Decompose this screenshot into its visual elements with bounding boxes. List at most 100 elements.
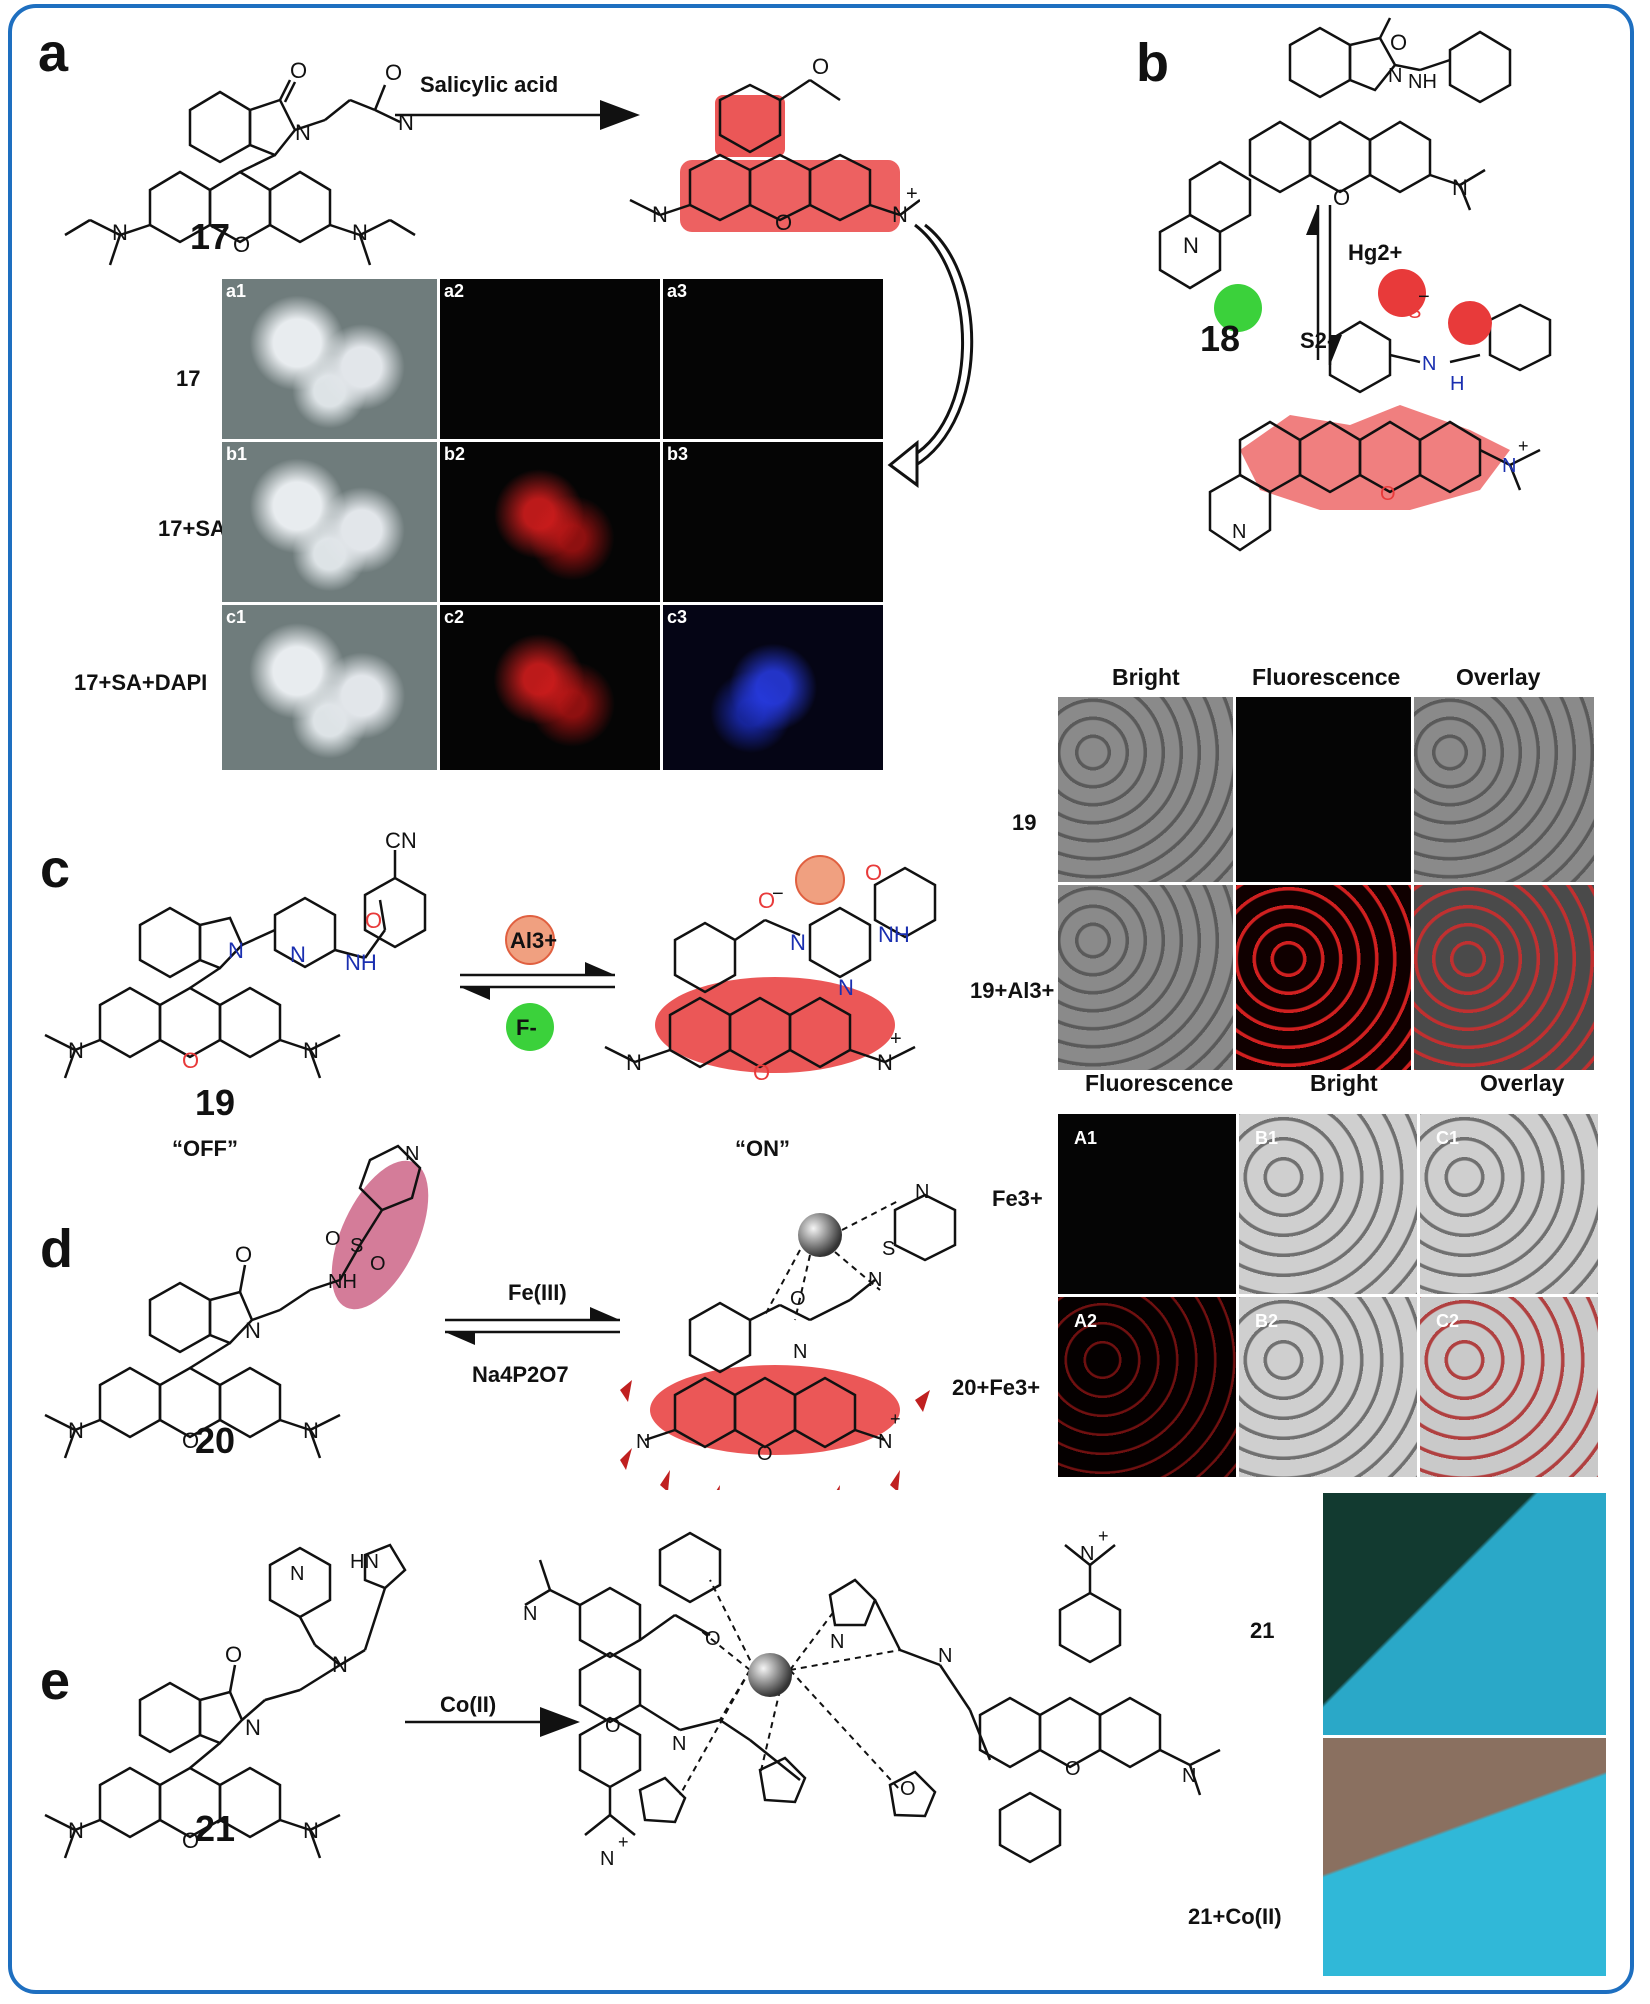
atom-nh: NH	[878, 922, 910, 947]
atom-n: N	[68, 1418, 84, 1443]
atom-o: O	[1065, 1758, 1081, 1780]
mercury-sphere	[1378, 269, 1426, 317]
compound-17-structure	[64, 79, 416, 266]
row-label-17-sa: 17+SA	[158, 516, 226, 541]
atom-nh: NH	[1408, 71, 1437, 93]
compound-20-structure	[44, 1144, 422, 1459]
atom-s: S	[1408, 301, 1421, 323]
micrograph-b1: b1	[222, 442, 437, 602]
label-co: Co(II)	[440, 1692, 497, 1717]
atom-n: N	[1182, 1765, 1196, 1787]
atom-o: O	[370, 1253, 386, 1275]
aluminum-sphere	[505, 915, 555, 965]
compound-19-product	[604, 866, 937, 1073]
micrograph-C1: C1	[1420, 1114, 1598, 1294]
col-label-fluorescence-2: Fluorescence	[1085, 1070, 1234, 1096]
atom-o: O	[325, 1228, 341, 1250]
atom-n: N	[652, 202, 668, 227]
compound-19-structure	[44, 850, 427, 1079]
atom-n: N	[878, 1431, 892, 1453]
atom-hn: HN	[350, 1551, 379, 1573]
col-label-fluorescence: Fluorescence	[1252, 664, 1401, 690]
label-off: “OFF”	[172, 1136, 238, 1161]
atom-o: O	[605, 1715, 621, 1737]
atom-o: O	[182, 1428, 199, 1453]
sulfide-sphere	[1214, 284, 1262, 332]
atom-n: N	[600, 1848, 614, 1870]
charge-plus: +	[906, 183, 918, 205]
atom-o: O	[790, 1288, 806, 1310]
micrograph-b3: b3	[663, 442, 883, 602]
micrograph-19al-bright	[1058, 885, 1233, 1070]
compound-label-21: 21	[195, 1808, 236, 1849]
col-label-overlay: Overlay	[1456, 664, 1541, 690]
charge-plus: +	[618, 1832, 629, 1852]
atom-n: N	[332, 1652, 348, 1677]
reagent-salicylic-acid: Salicylic acid	[420, 72, 559, 97]
atom-n: N	[290, 942, 306, 967]
compound-label-20: 20	[195, 1420, 236, 1461]
fluoride-sphere	[506, 1003, 554, 1051]
atom-n: N	[626, 1050, 642, 1075]
atom-o: O	[182, 1048, 199, 1073]
atom-n: N	[790, 930, 806, 955]
atom-nh: NH	[345, 950, 377, 975]
micrograph-a3: a3	[663, 279, 883, 439]
compound-21-structure	[44, 1543, 407, 1859]
atom-n: N	[523, 1603, 537, 1625]
row-label-21: 21	[1250, 1618, 1275, 1643]
atom-n: N	[1452, 175, 1468, 200]
row-label-19: 19	[1012, 810, 1037, 835]
atom-n: N	[303, 1418, 319, 1443]
atom-n: N	[892, 202, 908, 227]
atom-o: O	[865, 860, 882, 885]
atom-n: N	[793, 1341, 807, 1363]
panel-letter-c: c	[40, 839, 71, 899]
charge-minus: −	[772, 883, 784, 905]
atom-o: O	[233, 232, 250, 257]
atom-n: N	[245, 1715, 261, 1740]
col-label-overlay-2: Overlay	[1480, 1070, 1565, 1096]
label-al: Al3+	[510, 928, 558, 953]
charge-minus: −	[1418, 286, 1430, 308]
atom-o: O	[758, 888, 775, 913]
label-na4p2o7: Na4P2O7	[472, 1362, 569, 1387]
atom-o: O	[705, 1628, 721, 1650]
atom-o: O	[290, 58, 307, 83]
label-on: “ON”	[735, 1136, 790, 1161]
micrograph-a1: a1	[222, 279, 437, 439]
micrograph-19-fluorescence	[1236, 697, 1411, 882]
charge-plus: +	[890, 1028, 902, 1050]
atom-n: N	[303, 1818, 319, 1843]
pyridine-sulfonyl-highlight	[331, 1160, 429, 1310]
atom-n: N	[938, 1645, 952, 1667]
atom-cn: CN	[385, 828, 417, 853]
compound-label-19: 19	[195, 1082, 236, 1123]
atom-s: S	[350, 1235, 363, 1257]
row-label-21-co: 21+Co(II)	[1188, 1904, 1282, 1929]
micrograph-19-overlay	[1414, 697, 1594, 882]
atom-o: O	[182, 1828, 199, 1853]
atom-n: N	[1080, 1543, 1094, 1565]
col-label-bright-2: Bright	[1310, 1070, 1378, 1096]
atom-o: O	[753, 1060, 770, 1085]
atom-n: N	[830, 1631, 844, 1653]
label-s2: S2-	[1300, 328, 1335, 353]
micrograph-19-bright	[1058, 697, 1233, 882]
row-label-20-fe: 20+Fe3+	[952, 1375, 1041, 1400]
compound-20-product	[620, 1193, 957, 1490]
atom-n: N	[68, 1818, 84, 1843]
atom-n: N	[303, 1038, 319, 1063]
compound-18-product	[1208, 301, 1552, 552]
atom-n: N	[877, 1050, 893, 1075]
panel-e-scheme: N HN N O N O N N	[44, 1526, 1221, 1870]
co-complex	[524, 1531, 1221, 1864]
row-label-fe: Fe3+	[992, 1186, 1043, 1211]
atom-o: O	[1390, 30, 1407, 55]
micrograph-A1: A1	[1058, 1114, 1236, 1294]
row-label-17-sa-dapi: 17+SA+DAPI	[74, 670, 208, 695]
micrograph-19al-overlay	[1414, 885, 1594, 1070]
panel-c-scheme: CN N N NH O O N N O − N N NH	[44, 828, 937, 1085]
atom-n: N	[295, 120, 311, 145]
micrograph-c1: c1	[222, 605, 437, 770]
